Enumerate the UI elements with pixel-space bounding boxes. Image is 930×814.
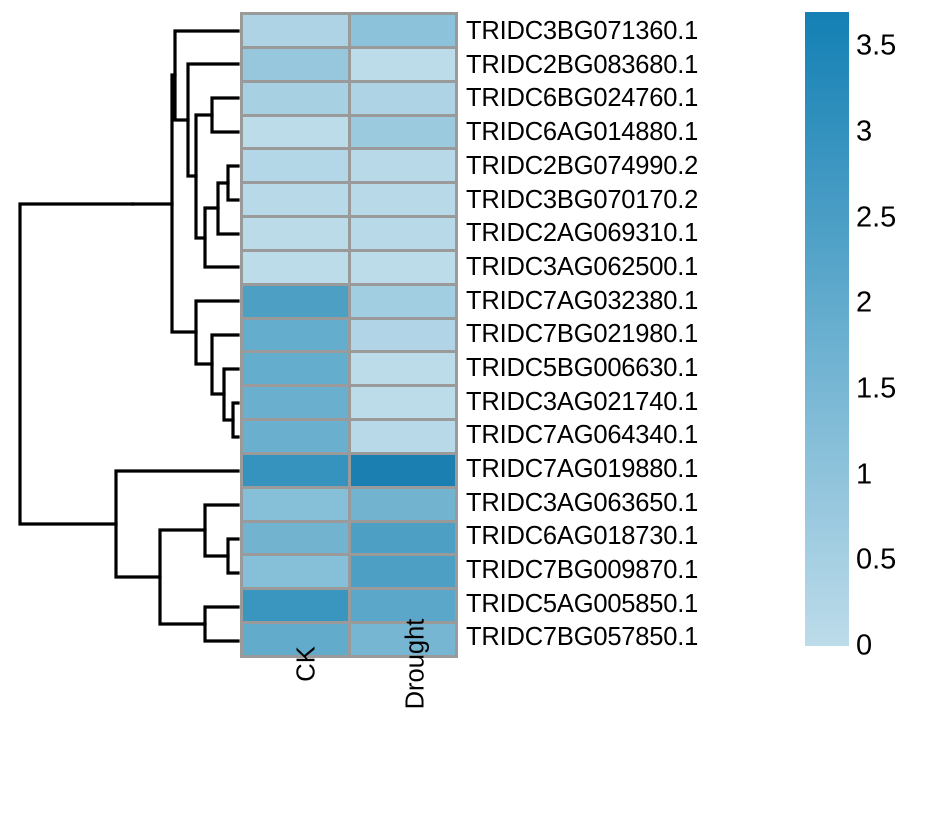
heatmap-cell [350, 624, 455, 655]
row-label: TRIDC6AG014880.1 [466, 118, 699, 147]
heatmap-cell [243, 522, 348, 554]
colorbar: 3.5 3 2.5 2 1.5 1 0.5 0 [800, 12, 930, 660]
row-label: TRIDC3AG063650.1 [466, 488, 699, 517]
heatmap-cell [243, 15, 348, 46]
heatmap-cell [243, 48, 348, 80]
heatmap-cell [350, 590, 455, 622]
row-label: TRIDC6BG024760.1 [466, 84, 699, 113]
heatmap-cell [243, 387, 348, 419]
row-label: TRIDC7AG064340.1 [466, 421, 699, 450]
heatmap-cell [243, 421, 348, 452]
row-label: TRIDC2AG069310.1 [466, 219, 699, 248]
heatmap-cell [243, 251, 348, 283]
colorbar-gradient [805, 12, 849, 646]
column-label-drought: Drought [401, 618, 430, 710]
row-label: TRIDC3BG071360.1 [466, 17, 699, 46]
row-label: TRIDC7AG019880.1 [466, 455, 699, 484]
heatmap-cell [243, 488, 348, 520]
heatmap-cell [243, 285, 348, 317]
row-label: TRIDC7BG009870.1 [466, 556, 699, 585]
row-label: TRIDC6AG018730.1 [466, 522, 699, 551]
heatmap-cell [243, 150, 348, 182]
heatmap-cell [350, 251, 455, 283]
colorbar-tick-label: 2.5 [856, 201, 897, 234]
heatmap-cell [243, 319, 348, 351]
heatmap-cell [350, 150, 455, 182]
column-label-list: CK Drought [240, 619, 458, 810]
heatmap-cell [350, 454, 455, 486]
column-label-drought-wrap: Drought [349, 619, 458, 810]
column-label-ck-wrap: CK [240, 646, 349, 810]
heatmap-cell [350, 285, 455, 317]
colorbar-tick-label: 1.5 [856, 372, 897, 405]
colorbar-tick-label: 0.5 [856, 543, 897, 576]
heatmap-cell [350, 48, 455, 80]
column-label-ck: CK [292, 646, 321, 682]
heatmap-cell [243, 82, 348, 114]
heatmap-cell [350, 319, 455, 351]
heatmap-cell [243, 624, 348, 655]
heatmap-cell [350, 522, 455, 554]
row-label: TRIDC3AG062500.1 [466, 252, 699, 281]
colorbar-tick-label: 3.5 [856, 29, 897, 62]
row-label: TRIDC7AG032380.1 [466, 286, 699, 315]
row-label: TRIDC5AG005850.1 [466, 589, 699, 618]
heatmap-cell [350, 184, 455, 216]
colorbar-tick-label: 2 [856, 286, 873, 319]
heatmap-cell [350, 218, 455, 249]
heatmap-cell [350, 387, 455, 419]
row-label: TRIDC7BG021980.1 [466, 320, 699, 349]
colorbar-tick-label: 3 [856, 115, 873, 148]
heatmap-cell [350, 421, 455, 452]
colorbar-tick-label: 0 [856, 629, 873, 662]
row-label: TRIDC2BG074990.2 [466, 151, 699, 180]
heatmap-grid [240, 12, 458, 658]
colorbar-tick-label: 1 [856, 458, 873, 491]
heatmap-cell [243, 556, 348, 588]
heatmap-cell [350, 353, 455, 385]
heatmap-cell [350, 82, 455, 114]
row-dendrogram [18, 29, 240, 643]
heatmap-cell [350, 116, 455, 148]
heatmap-cell [243, 454, 348, 486]
heatmap-cell [243, 116, 348, 148]
row-label: TRIDC2BG083680.1 [466, 50, 699, 79]
heatmap-cell [350, 556, 455, 588]
row-label: TRIDC3AG021740.1 [466, 387, 699, 416]
heatmap-cell [243, 590, 348, 622]
heatmap-cell [350, 488, 455, 520]
heatmap-cell [243, 353, 348, 385]
heatmap-cell [243, 184, 348, 216]
row-label: TRIDC3BG070170.2 [466, 185, 699, 214]
heatmap-cell [350, 15, 455, 46]
row-label: TRIDC7BG057850.1 [466, 623, 699, 652]
row-label: TRIDC5BG006630.1 [466, 353, 699, 382]
heatmap-cell [243, 218, 348, 249]
colorbar-tick-labels: 3.5 3 2.5 2 1.5 1 0.5 0 [856, 12, 930, 660]
